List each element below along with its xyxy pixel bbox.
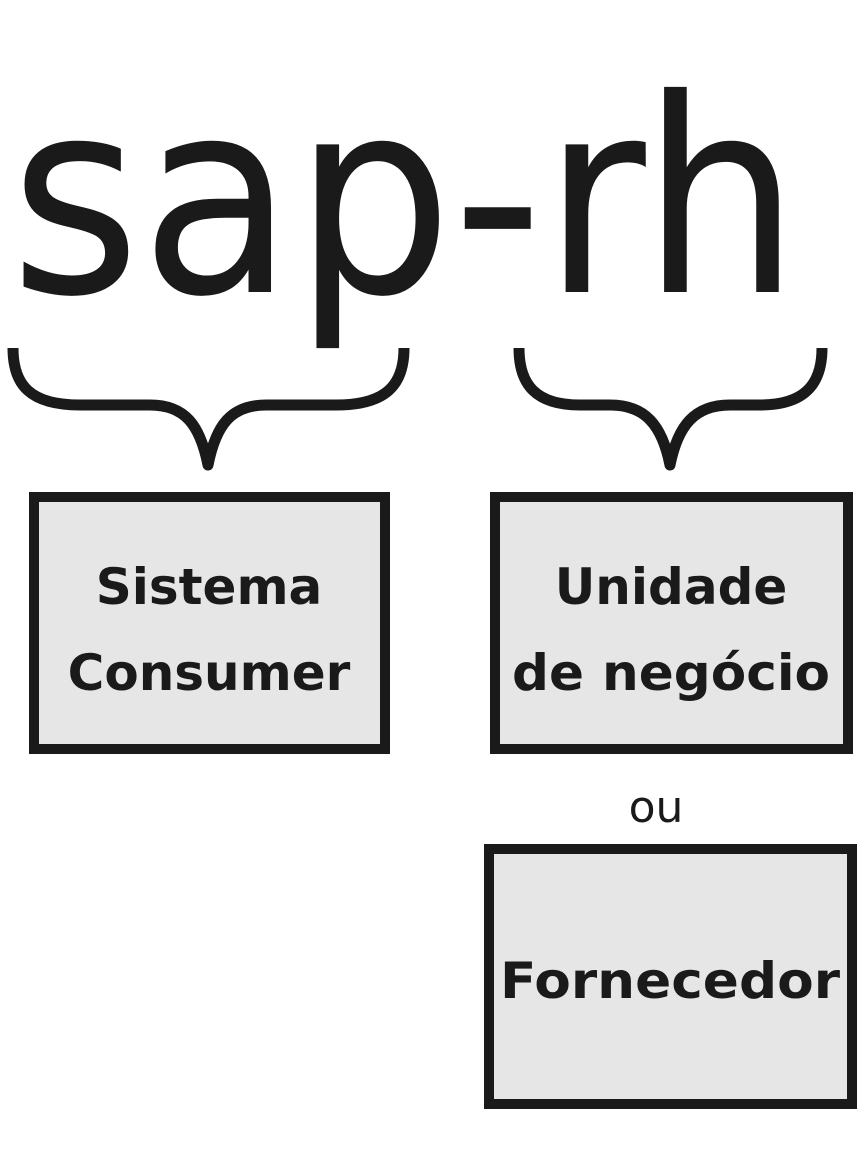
box-unidade-de-negocio: Unidade de negócio: [490, 492, 853, 754]
box-label-line: de negócio: [512, 644, 830, 702]
left-brace: [7, 347, 410, 471]
box-fornecedor: Fornecedor: [484, 844, 857, 1109]
box-label-line: Sistema: [96, 558, 323, 616]
box-label-line: Unidade: [555, 558, 788, 616]
box-label-line: Fornecedor: [500, 952, 840, 1010]
separator-text: ou: [629, 782, 684, 833]
box-label-line: Consumer: [68, 644, 351, 702]
title-text: sap-rh: [10, 41, 800, 356]
right-brace: [513, 347, 828, 471]
box-sistema-consumer: Sistema Consumer: [29, 492, 390, 754]
